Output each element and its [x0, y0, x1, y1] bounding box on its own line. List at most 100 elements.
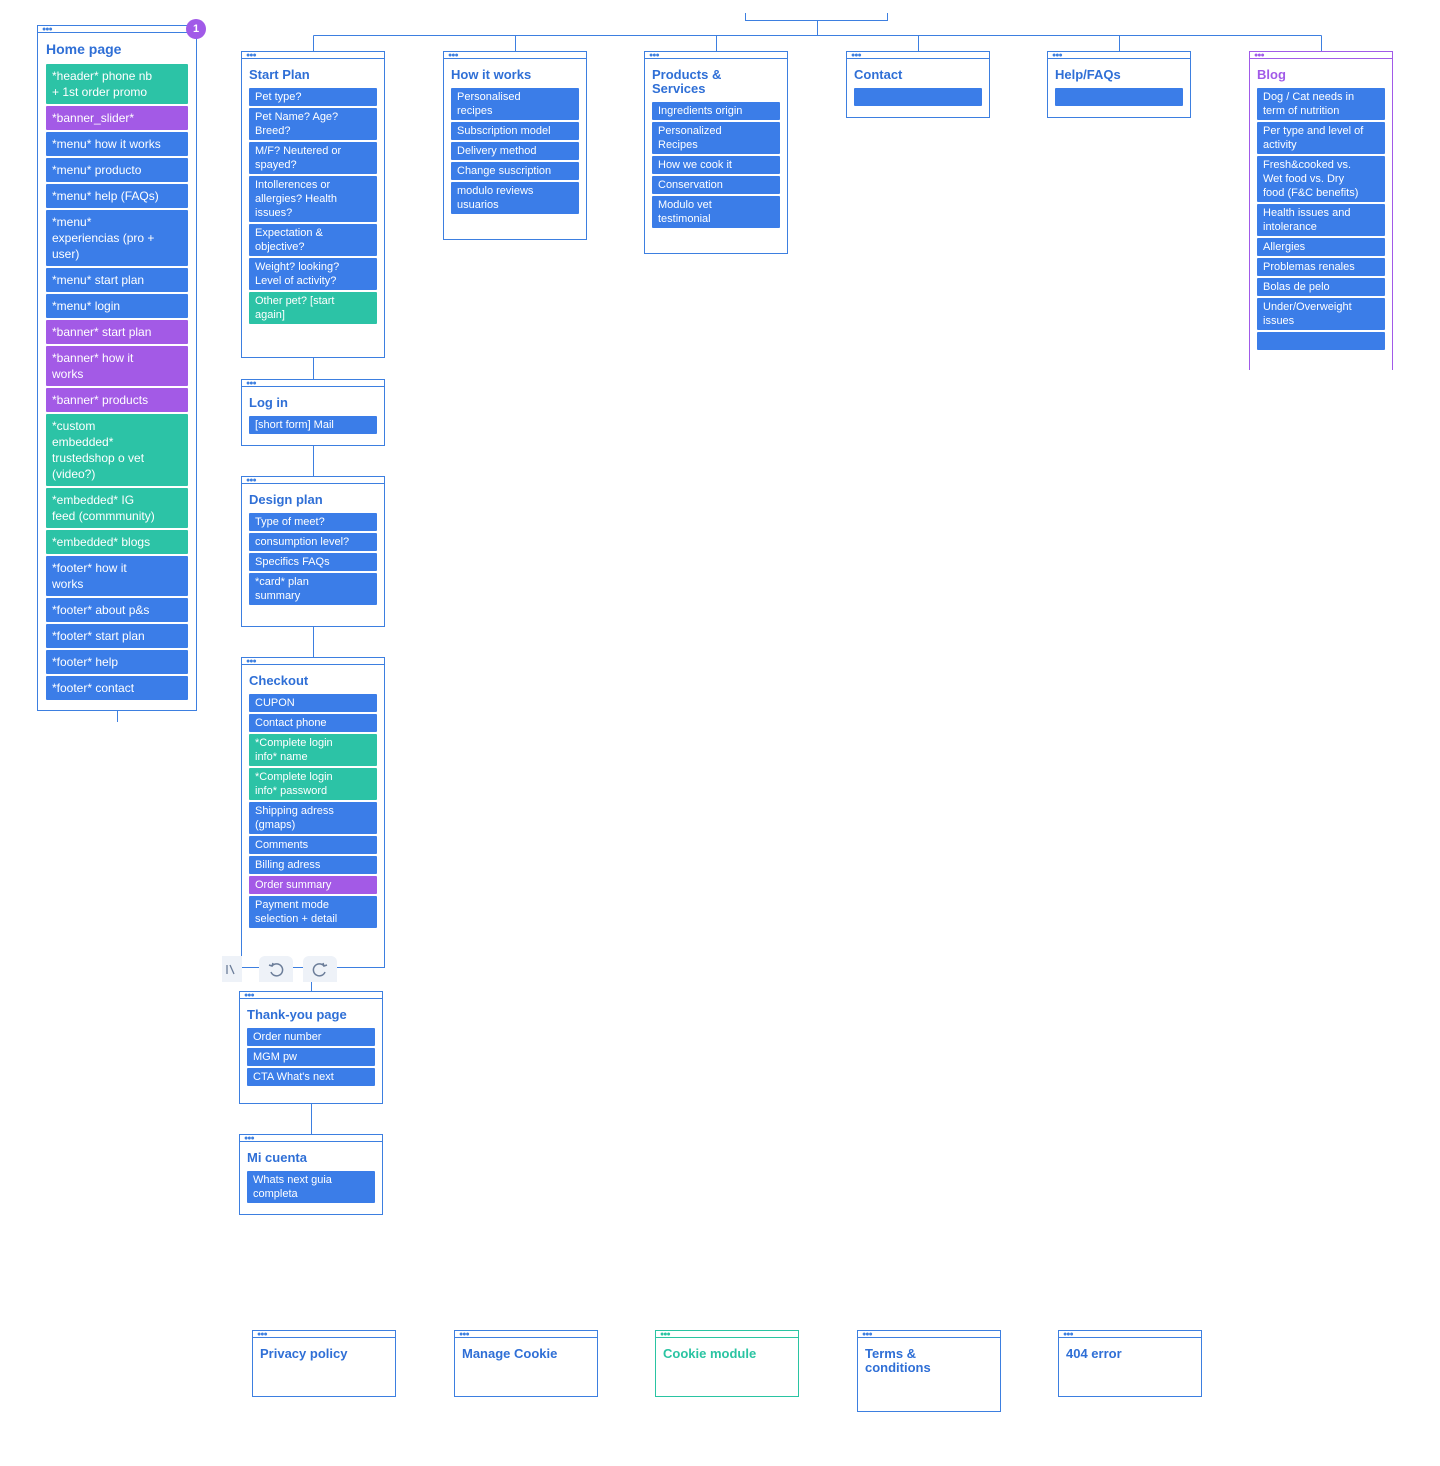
- list-item[interactable]: *embedded* IG feed (commmunity): [46, 488, 188, 528]
- list-item[interactable]: *menu* producto: [46, 158, 188, 182]
- list-item[interactable]: *footer* how it works: [46, 556, 188, 596]
- redo-icon: [312, 962, 328, 977]
- list-item[interactable]: CTA What's next: [247, 1068, 375, 1086]
- card-title: Design plan: [249, 492, 323, 507]
- list-item[interactable]: Ingredients origin: [652, 102, 780, 120]
- list-item[interactable]: *footer* start plan: [46, 624, 188, 648]
- list-item[interactable]: Weight? looking? Level of activity?: [249, 258, 377, 290]
- list-item[interactable]: Modulo vet testimonial: [652, 196, 780, 228]
- list-item[interactable]: *header* phone nb + 1st order promo: [46, 64, 188, 104]
- list-item[interactable]: Allergies: [1257, 238, 1385, 256]
- list-item[interactable]: *Complete login info* name: [249, 734, 377, 766]
- window-dots: ●●●: [444, 52, 586, 59]
- terms-conditions-card[interactable]: ●●● Terms & conditions: [857, 1330, 1001, 1412]
- undo-button[interactable]: [259, 956, 293, 982]
- home-page-card[interactable]: ●●● Home page *header* phone nb + 1st or…: [37, 25, 197, 711]
- list-item[interactable]: CUPON: [249, 694, 377, 712]
- list-item[interactable]: *footer* contact: [46, 676, 188, 700]
- notification-badge[interactable]: 1: [186, 19, 206, 39]
- cookie-module-card[interactable]: ●●● Cookie module: [655, 1330, 799, 1397]
- list-item[interactable]: Payment mode selection + detail: [249, 896, 377, 928]
- list-item[interactable]: Shipping adress (gmaps): [249, 802, 377, 834]
- list-item[interactable]: *banner* start plan: [46, 320, 188, 344]
- list-item[interactable]: *menu* how it works: [46, 132, 188, 156]
- log-in-card[interactable]: ●●● Log in [short form] Mail: [241, 379, 385, 446]
- list-item[interactable]: Change suscription: [451, 162, 579, 180]
- list-item[interactable]: Delivery method: [451, 142, 579, 160]
- list-item[interactable]: Pet Name? Age? Breed?: [249, 108, 377, 140]
- list-item[interactable]: [1055, 88, 1183, 106]
- list-item[interactable]: Personalized Recipes: [652, 122, 780, 154]
- list-item[interactable]: Other pet? [start again]: [249, 292, 377, 324]
- list-item[interactable]: *banner* products: [46, 388, 188, 412]
- list-item[interactable]: Whats next guia completa: [247, 1171, 375, 1203]
- window-dots: ●●●: [1048, 52, 1190, 59]
- card-title: Log in: [249, 395, 288, 410]
- list-item[interactable]: [1257, 332, 1385, 350]
- list-item[interactable]: Personalised recipes: [451, 88, 579, 120]
- redo-button[interactable]: [303, 956, 337, 982]
- list-item[interactable]: *menu* help (FAQs): [46, 184, 188, 208]
- list-item[interactable]: Problemas renales: [1257, 258, 1385, 276]
- manage-cookie-card[interactable]: ●●● Manage Cookie: [454, 1330, 598, 1397]
- list-item[interactable]: Health issues and intolerance: [1257, 204, 1385, 236]
- window-dots: ●●●: [253, 1331, 395, 1338]
- list-item[interactable]: *embedded* blogs: [46, 530, 188, 554]
- list-item[interactable]: Billing adress: [249, 856, 377, 874]
- list-item[interactable]: Conservation: [652, 176, 780, 194]
- help-faqs-card[interactable]: ●●● Help/FAQs: [1047, 51, 1191, 118]
- window-dots: ●●●: [38, 26, 196, 33]
- list-item[interactable]: *card* plan summary: [249, 573, 377, 605]
- list-item[interactable]: *menu* start plan: [46, 268, 188, 292]
- list-item[interactable]: Subscription model: [451, 122, 579, 140]
- list-item[interactable]: How we cook it: [652, 156, 780, 174]
- list-item[interactable]: *footer* help: [46, 650, 188, 674]
- list-item[interactable]: Under/Overweight issues: [1257, 298, 1385, 330]
- list-item[interactable]: Type of meet?: [249, 513, 377, 531]
- list-item[interactable]: *menu* experiencias (pro + user): [46, 210, 188, 266]
- list-item[interactable]: consumption level?: [249, 533, 377, 551]
- list-item[interactable]: *banner_slider*: [46, 106, 188, 130]
- mi-cuenta-card[interactable]: ●●● Mi cuenta Whats next guia completa: [239, 1134, 383, 1215]
- card-title: Start Plan: [249, 67, 310, 82]
- list-item[interactable]: Order number: [247, 1028, 375, 1046]
- products-services-card[interactable]: ●●● Products & Services Ingredients orig…: [644, 51, 788, 254]
- card-title: Checkout: [249, 673, 309, 688]
- list-item[interactable]: Comments: [249, 836, 377, 854]
- window-dots: ●●●: [242, 477, 384, 484]
- cursor-icon: [226, 964, 235, 975]
- list-item[interactable]: Per type and level of activity: [1257, 122, 1385, 154]
- card-title: Manage Cookie: [462, 1346, 558, 1361]
- error-404-card[interactable]: ●●● 404 error: [1058, 1330, 1202, 1397]
- list-item[interactable]: modulo reviews usuarios: [451, 182, 579, 214]
- list-item[interactable]: Intollerences or allergies? Health issue…: [249, 176, 377, 222]
- design-plan-card[interactable]: ●●● Design plan Type of meet? consumption…: [241, 476, 385, 627]
- list-item[interactable]: Dog / Cat needs in term of nutrition: [1257, 88, 1385, 120]
- list-item[interactable]: Pet type?: [249, 88, 377, 106]
- contact-card[interactable]: ●●● Contact: [846, 51, 990, 118]
- root-node-box[interactable]: [745, 13, 888, 21]
- list-item[interactable]: *Complete login info* password: [249, 768, 377, 800]
- list-item[interactable]: *footer* about p&s: [46, 598, 188, 622]
- start-plan-card[interactable]: ●●● Start Plan Pet type?Pet Name? Age? B…: [241, 51, 385, 358]
- list-item[interactable]: [short form] Mail: [249, 416, 377, 434]
- privacy-policy-card[interactable]: ●●● Privacy policy: [252, 1330, 396, 1397]
- tool-handle[interactable]: [222, 956, 242, 982]
- list-item[interactable]: *custom embedded* trustedshop o vet (vid…: [46, 414, 188, 486]
- list-item[interactable]: Specifics FAQs: [249, 553, 377, 571]
- list-item[interactable]: *banner* how it works: [46, 346, 188, 386]
- list-item[interactable]: Contact phone: [249, 714, 377, 732]
- list-item[interactable]: Fresh&cooked vs. Wet food vs. Dry food (…: [1257, 156, 1385, 202]
- list-item[interactable]: Order summary: [249, 876, 377, 894]
- list-item[interactable]: [854, 88, 982, 106]
- list-item[interactable]: *menu* login: [46, 294, 188, 318]
- list-item[interactable]: MGM pw: [247, 1048, 375, 1066]
- list-item[interactable]: Expectation & objective?: [249, 224, 377, 256]
- list-item[interactable]: M/F? Neutered or spayed?: [249, 142, 377, 174]
- blog-card[interactable]: ●●● Blog Dog / Cat needs in term of nutr…: [1249, 51, 1393, 370]
- list-item[interactable]: Bolas de pelo: [1257, 278, 1385, 296]
- window-dots: ●●●: [455, 1331, 597, 1338]
